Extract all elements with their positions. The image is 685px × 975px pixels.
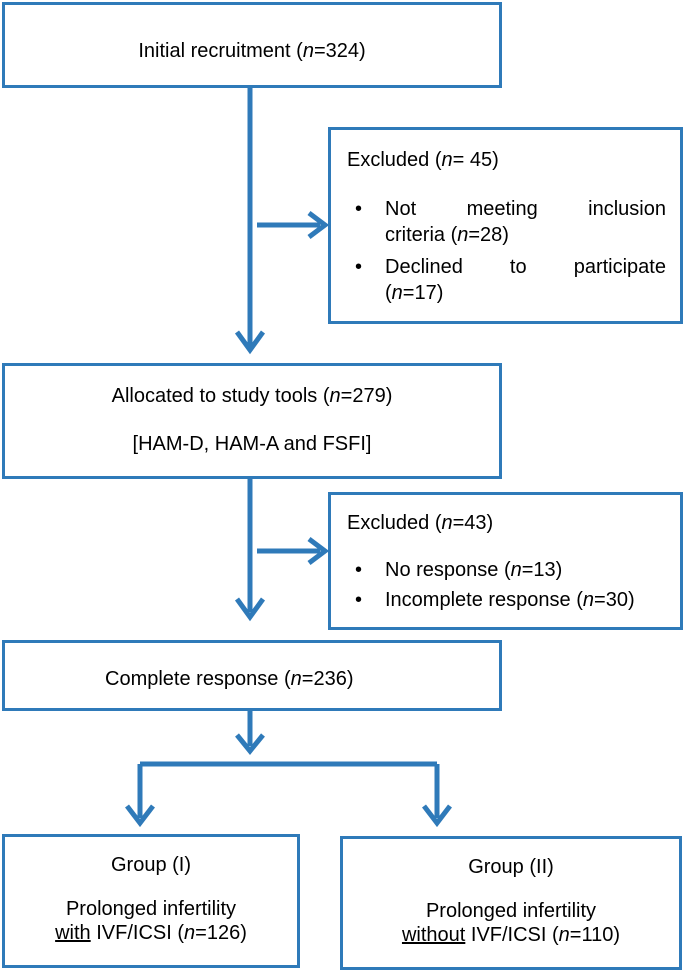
group-2-title: Group (II) (468, 856, 554, 878)
excluded-1-title: Excluded (n= 45) (347, 149, 499, 171)
initial-recruitment-box: Initial recruitment (n=324) (2, 2, 502, 88)
group-2-desc-line2: without IVF/ICSI (n=110) (401, 924, 621, 946)
group-2-box: Group (II) Prolonged infertility without… (340, 836, 682, 970)
allocated-label: Allocated to study tools (n=279) (111, 385, 393, 407)
allocated-tools: [HAM-D, HAM-A and FSFI] (132, 433, 372, 455)
group-1-desc-line2: with IVF/ICSI (n=126) (55, 922, 247, 944)
group-1-box: Group (I) Prolonged infertility with IVF… (2, 834, 300, 968)
excluded-2-title: Excluded (n=43) (347, 512, 494, 534)
group-1-title: Group (I) (110, 854, 192, 876)
excluded-box-2: Excluded (n=43) No response (n=13) Incom… (328, 492, 683, 630)
excluded-2-item-no-response: No response (n=13) (347, 557, 666, 583)
allocated-box: Allocated to study tools (n=279) [HAM-D,… (2, 363, 502, 479)
group-2-desc-line1: Prolonged infertility (425, 900, 597, 922)
complete-response-box: Complete response (n=236) (2, 640, 502, 711)
excluded-2-item-incomplete: Incomplete response (n=30) (347, 587, 666, 613)
group-1-desc-line1: Prolonged infertility (65, 898, 237, 920)
initial-recruitment-label: Initial recruitment (n=324) (138, 40, 366, 62)
complete-response-label: Complete response (n=236) (105, 668, 354, 690)
